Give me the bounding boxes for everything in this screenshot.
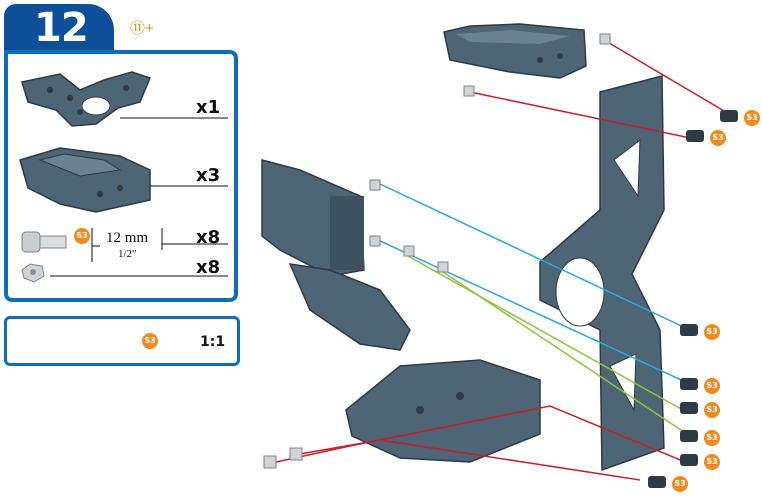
- qty-wing-plate: x1: [196, 97, 221, 118]
- qty-bracket: x3: [196, 165, 221, 186]
- green-guide-lines: [407, 255, 691, 437]
- previous-step-reference: ⑪+: [130, 20, 154, 37]
- step-tab: [4, 4, 114, 54]
- bracket-icon: [19, 147, 151, 213]
- qty-screw: x8: [196, 227, 221, 248]
- screw-badge-3: S3: [704, 324, 720, 340]
- cyan-guide-lines: [377, 183, 691, 385]
- scale-box: [4, 316, 240, 366]
- scale-ratio: 1:1: [200, 334, 226, 350]
- screw-icon: [21, 231, 67, 253]
- screw-badge-4: S3: [704, 378, 720, 394]
- qty-nut: x8: [196, 257, 221, 278]
- screw-badge-2: S3: [710, 130, 726, 146]
- screw-length-in: 1/2": [118, 248, 137, 260]
- screw-badge-7: S3: [704, 454, 720, 470]
- wing-plate-icon: [21, 71, 152, 127]
- step-number: 12: [34, 5, 89, 51]
- middle-bracket: [288, 263, 411, 351]
- scale-badge: S3: [142, 333, 158, 349]
- base-bracket: [345, 359, 541, 463]
- red-guide-lines: [275, 39, 737, 481]
- screw-badge-5: S3: [704, 402, 720, 418]
- screw-length-mm: 12 mm: [106, 230, 149, 246]
- nut-icon: [21, 263, 45, 283]
- screw-badge-6: S3: [704, 430, 720, 446]
- screw-heads: [648, 110, 738, 488]
- left-bracket: [261, 159, 365, 277]
- screw-badge-1: S3: [744, 110, 760, 126]
- screw-badge-8: S3: [672, 476, 688, 492]
- main-frame-plate: [539, 75, 665, 472]
- screw-badge: S3: [74, 228, 90, 244]
- top-bracket: [443, 23, 587, 79]
- nuts-assembly: [263, 33, 611, 469]
